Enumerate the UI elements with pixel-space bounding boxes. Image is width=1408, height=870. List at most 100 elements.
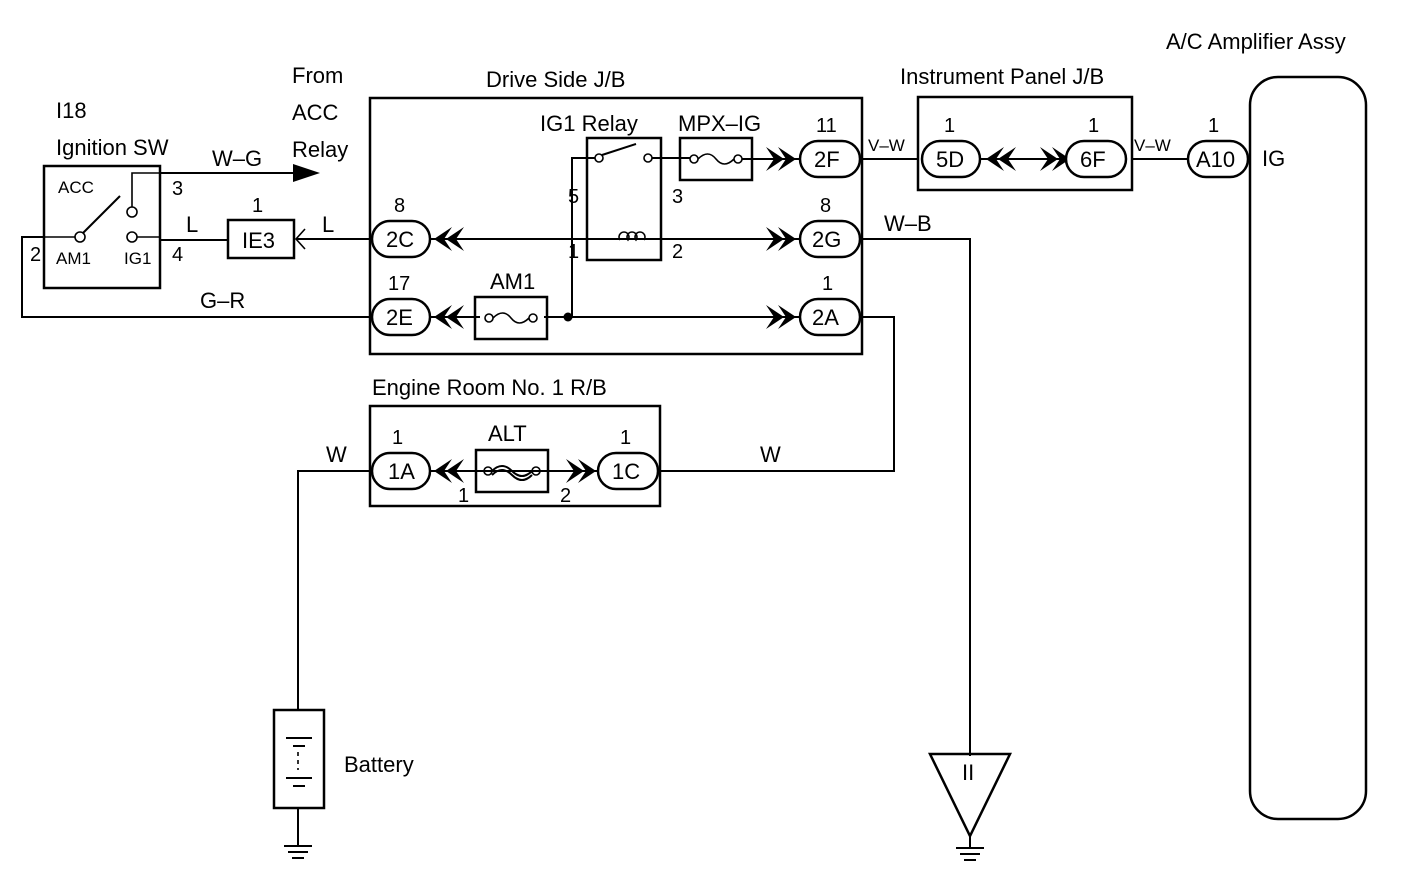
l-label-1: L — [186, 212, 198, 237]
connector-a10 — [1186, 139, 1250, 179]
chev-2c-b — [434, 227, 452, 251]
relay-contact-a — [594, 153, 604, 163]
mpx-ig-title: MPX–IG — [678, 111, 761, 136]
v-w-label-1: V–W — [868, 136, 905, 155]
from-label: From — [292, 63, 343, 88]
instrument-panel-jb-title: Instrument Panel J/B — [900, 64, 1104, 89]
chev-1a-b — [434, 459, 452, 483]
instrument-panel-jb-box — [916, 95, 1134, 192]
relay-coil — [618, 231, 646, 242]
chev-2a-a — [766, 305, 784, 329]
wire-l: L IE3 1 L — [160, 195, 372, 260]
drive-side-jb-box — [368, 96, 864, 356]
connector-a10-label: A10 — [1196, 147, 1235, 172]
wire-w-b: W–B II — [860, 211, 1013, 861]
sw-pin-4: 4 — [172, 244, 183, 266]
w-label-2: W — [760, 442, 781, 467]
ac-amplifier-title: A/C Amplifier Assy — [1166, 29, 1346, 54]
wire-g-r: G–R — [21, 236, 372, 318]
alt-pin-2: 2 — [560, 485, 571, 507]
battery-label: Battery — [344, 752, 414, 777]
ig1-relay-box — [585, 136, 663, 262]
connector-6f-label: 6F — [1080, 147, 1106, 172]
ac-amplifier: A/C Amplifier Assy A10 1 IG — [1166, 29, 1368, 821]
engine-room-rb: Engine Room No. 1 R/B ALT 1 2 1A 1 1C 1 — [368, 375, 662, 508]
ie3-label: IE3 — [242, 228, 275, 253]
chev-2g-b — [778, 227, 796, 251]
am1-contact-a — [484, 313, 494, 323]
relay-pin-2: 2 — [672, 241, 683, 263]
chev-2f-b — [778, 147, 796, 171]
connector-2e — [370, 297, 432, 337]
ac-amp-ig-label: IG — [1262, 146, 1285, 171]
chev-2f-a — [766, 147, 784, 171]
am1-contact-b — [528, 313, 538, 323]
connector-2e-label: 2E — [386, 305, 413, 330]
ignition-switch: I18 Ignition SW ACC AM1 IG1 3 4 2 — [30, 98, 183, 290]
relay-pin5-wire — [571, 157, 595, 317]
v-w-label-2: V–W — [1134, 136, 1171, 155]
alt-fuse-box — [474, 448, 550, 494]
from-acc-relay: From ACC Relay — [292, 63, 348, 162]
chev-5d-b — [998, 147, 1016, 171]
connector-1c-label: 1C — [612, 459, 640, 484]
battery: Battery — [272, 708, 414, 859]
connector-5d-pin: 1 — [944, 115, 955, 137]
wire-v-w-2: V–W — [1132, 136, 1188, 160]
connector-2g-label: 2G — [812, 227, 841, 252]
w-line-1 — [297, 470, 372, 710]
w-b-label: W–B — [884, 211, 932, 236]
mpx-ig-fuse-element — [697, 153, 735, 165]
wire-v-w-1: V–W — [860, 136, 918, 160]
w-g-label: W–G — [212, 146, 262, 171]
relay-pin-3: 3 — [672, 186, 683, 208]
connector-2a-pin: 1 — [822, 273, 833, 295]
chev-1a-a — [446, 459, 464, 483]
switch-blade — [82, 195, 121, 234]
junction-dot — [563, 312, 573, 322]
relay-switch-blade — [601, 143, 637, 156]
relay-contact-b — [643, 153, 653, 163]
ignition-am1-label: AM1 — [56, 249, 91, 268]
battery-box — [272, 708, 326, 810]
acc-internal-wire — [131, 172, 165, 207]
l-label-2: L — [322, 212, 334, 237]
engine-room-rb-box — [368, 404, 662, 508]
ignition-sw-code: I18 — [56, 98, 87, 123]
connector-2f-pin: 11 — [816, 115, 837, 137]
w-b-line — [860, 238, 971, 756]
connector-5d — [920, 139, 982, 179]
relay-pin-1: 1 — [568, 241, 579, 263]
acc-contact — [126, 206, 138, 218]
alt-fuse-element-2 — [491, 469, 533, 481]
ignition-ig1-label: IG1 — [124, 249, 151, 268]
connector-a10-pin: 1 — [1208, 115, 1219, 137]
chev-5d-a — [986, 147, 1004, 171]
alt-pin-1: 1 — [458, 485, 469, 507]
chev-6f-a — [1040, 147, 1058, 171]
ground-triangle — [927, 752, 1013, 839]
am1-fuse-element — [492, 312, 530, 324]
ignition-acc-label: ACC — [58, 178, 94, 197]
acc-label: ACC — [292, 100, 339, 125]
chev-2a-b — [778, 305, 796, 329]
w-line-2 — [660, 316, 895, 472]
relay-pin-5: 5 — [568, 186, 579, 208]
chev-6f-b — [1052, 147, 1070, 171]
connector-1a-pin: 1 — [392, 427, 403, 449]
chev-2g-a — [766, 227, 784, 251]
drive-side-jb: Drive Side J/B IG1 Relay 5 1 3 2 MPX–IG … — [368, 67, 864, 356]
mpx-ig-contact-b — [733, 154, 743, 164]
connector-1c-pin: 1 — [620, 427, 631, 449]
ignition-sw-name: Ignition SW — [56, 135, 169, 160]
wire-w-2: W — [660, 316, 895, 472]
am1-fuse-box — [473, 295, 549, 341]
drive-side-jb-title: Drive Side J/B — [486, 67, 625, 92]
connector-6f-pin: 1 — [1088, 115, 1099, 137]
connector-1c — [596, 451, 660, 491]
connector-2c-label: 2C — [386, 227, 414, 252]
connector-2c-pin: 8 — [394, 195, 405, 217]
ig1-relay-title: IG1 Relay — [540, 111, 638, 136]
ground-symbol-label: II — [962, 760, 974, 785]
